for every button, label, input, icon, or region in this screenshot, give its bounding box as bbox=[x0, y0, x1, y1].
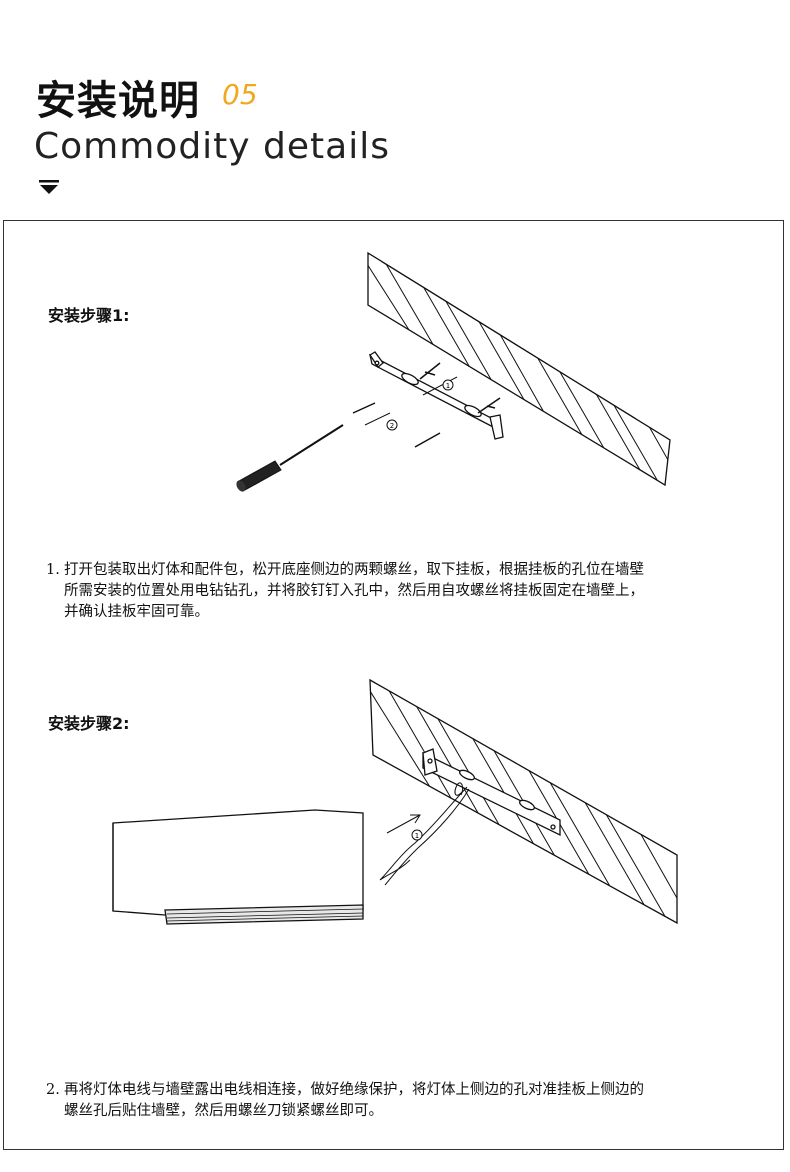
wires bbox=[379, 782, 470, 886]
svg-text:2: 2 bbox=[390, 422, 394, 430]
page-title: 安装说明 bbox=[36, 78, 200, 124]
callout-1: 1 bbox=[442, 379, 454, 391]
step2-instruction: 2.再将灯体电线与墙壁露出电线相连接，做好绝缘保护，将灯体上侧边的孔对准挂板上侧… bbox=[46, 1082, 644, 1119]
svg-text:1: 1 bbox=[446, 382, 450, 390]
section-number: 05 bbox=[222, 78, 258, 111]
step1-instruction: 1.打开包装取出灯体和配件包，松开底座侧边的两颗螺丝，取下挂板，根据挂板的孔位在… bbox=[46, 562, 644, 620]
insert-arrow bbox=[386, 814, 421, 834]
page-subtitle: Commodity details bbox=[34, 126, 390, 167]
instructions-panel bbox=[3, 220, 784, 1150]
mounting-bracket bbox=[422, 748, 561, 837]
callout-2: 2 bbox=[386, 419, 398, 431]
screwdriver bbox=[236, 424, 344, 492]
screws bbox=[352, 362, 501, 448]
callout-1: 1 bbox=[411, 829, 423, 841]
svg-text:1: 1 bbox=[415, 832, 419, 840]
step1-label: 安装步骤1: bbox=[48, 306, 130, 325]
step2-illustration: 1 bbox=[112, 678, 678, 925]
guide-arrows bbox=[364, 376, 458, 426]
step1-illustration: 1 2 bbox=[236, 251, 671, 492]
mounting-bracket bbox=[369, 351, 504, 440]
wall-panel bbox=[367, 251, 671, 487]
down-arrow-icon bbox=[39, 180, 59, 194]
lamp-body bbox=[112, 809, 364, 925]
step2-label: 安装步骤2: bbox=[48, 714, 130, 733]
